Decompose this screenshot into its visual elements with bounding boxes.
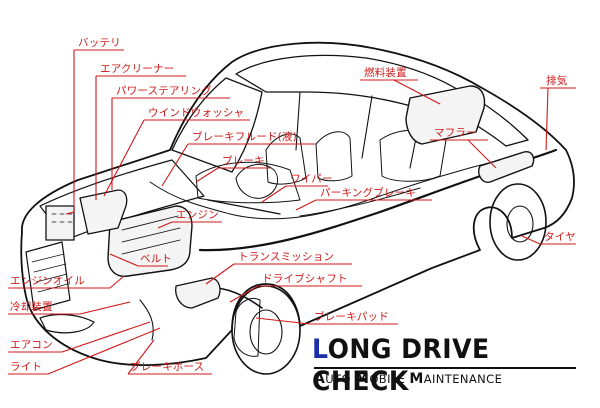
brand-title-rest: ONG DRIVE CHECK bbox=[312, 334, 490, 397]
label-air-cleaner: エアクリーナー bbox=[100, 63, 175, 75]
windshield bbox=[171, 77, 263, 173]
label-aircon: エアコン bbox=[10, 339, 53, 351]
label-fuel: 燃料装置 bbox=[364, 67, 407, 79]
brand-sub-initial-mm: M bbox=[409, 371, 424, 387]
label-engine-oil: エンジンオイル bbox=[10, 275, 85, 287]
brand-accent-letter: L bbox=[312, 334, 328, 365]
seat-front bbox=[265, 131, 353, 185]
label-window-washer: ウインドウォッシャ bbox=[148, 107, 245, 119]
steering-wheel bbox=[235, 163, 278, 199]
brake-hose bbox=[139, 299, 154, 341]
label-brake-fluid: ブレーキフルード(液) bbox=[192, 131, 297, 143]
leader-window-washer bbox=[103, 119, 145, 197]
car-body-outline bbox=[20, 41, 575, 366]
battery-box bbox=[45, 205, 75, 241]
leader-belt bbox=[109, 253, 139, 267]
side-window bbox=[235, 54, 463, 109]
label-brake-pad: ブレーキパッド bbox=[314, 311, 389, 323]
car-illustration bbox=[20, 41, 575, 375]
muffler-body bbox=[478, 151, 535, 183]
leader-brake-pad bbox=[255, 317, 311, 325]
leader-brake bbox=[195, 167, 219, 183]
leader-muffler bbox=[467, 139, 497, 169]
brake-lines bbox=[149, 159, 501, 220]
label-engine: エンジン bbox=[176, 209, 219, 221]
leader-aircon bbox=[61, 321, 151, 353]
leader-parking-brake bbox=[295, 199, 317, 211]
label-belt: ベルト bbox=[140, 253, 173, 265]
radiator bbox=[25, 241, 71, 311]
rear-wheel-hub bbox=[506, 205, 534, 243]
label-light: ライト bbox=[10, 361, 43, 373]
radiator-fins bbox=[31, 253, 69, 293]
label-parking-brake: パーキングブレーキ bbox=[320, 187, 416, 199]
brand-sub-initial-m: M bbox=[355, 371, 370, 387]
leader-drive-shaft bbox=[229, 285, 259, 303]
label-tire: タイヤ bbox=[544, 231, 576, 243]
leader-battery bbox=[65, 50, 75, 215]
brand-divider bbox=[314, 367, 576, 369]
brand-sub-initial-a: A bbox=[314, 371, 326, 387]
front-wheel-hub bbox=[249, 309, 283, 355]
leader-exhaust bbox=[545, 87, 549, 151]
leader-lines bbox=[8, 49, 576, 375]
brand-sub-word-a: UTO bbox=[325, 372, 355, 386]
label-battery: バッテリ bbox=[78, 37, 121, 49]
label-transmission: トランスミッション bbox=[238, 251, 335, 263]
brand-subtitle: AUTO MOBILE MAINTENANCE bbox=[314, 372, 502, 386]
leader-transmission bbox=[205, 263, 235, 285]
leader-fuel bbox=[393, 79, 441, 105]
air-cleaner bbox=[79, 189, 128, 235]
transmission-box bbox=[175, 277, 221, 309]
label-wiper: ワイパー bbox=[290, 173, 333, 185]
fuel-tank bbox=[405, 85, 486, 145]
dashboard bbox=[195, 161, 301, 204]
brand-title: LONG DRIVE CHECK bbox=[312, 334, 572, 398]
label-drive-shaft: ドライブシャフト bbox=[262, 273, 348, 285]
brake-disc bbox=[233, 298, 261, 357]
label-brake: ブレーキ bbox=[222, 155, 265, 167]
engine-ribs bbox=[121, 215, 181, 255]
label-exhaust: 排気 bbox=[546, 75, 568, 87]
wiper-arm bbox=[207, 199, 281, 215]
label-muffler: マフラー bbox=[434, 127, 477, 139]
brand-sub-word-m: OBILE bbox=[369, 372, 410, 386]
engine-block bbox=[107, 205, 193, 277]
label-cooling: 冷却装置 bbox=[10, 301, 53, 313]
front-wheel bbox=[231, 285, 301, 375]
leader-engine bbox=[157, 221, 173, 229]
rear-wheel bbox=[489, 183, 547, 261]
brand-sub-word-mm: AINTENANCE bbox=[423, 372, 503, 386]
seat-rear bbox=[379, 129, 447, 182]
battery-cells bbox=[51, 213, 73, 223]
leader-cooling bbox=[79, 301, 131, 315]
label-power-steering: パワーステアリング bbox=[116, 85, 212, 97]
leader-light bbox=[47, 327, 161, 375]
parking-brake-cable bbox=[299, 187, 421, 217]
label-brake-hose: ブレーキホース bbox=[130, 361, 205, 373]
leader-brake-fluid bbox=[161, 143, 189, 187]
leader-brake-hose bbox=[127, 339, 155, 375]
headlight bbox=[39, 313, 95, 334]
leader-wiper bbox=[261, 185, 287, 203]
leader-engine-oil bbox=[109, 275, 125, 289]
leader-tire bbox=[521, 235, 541, 245]
